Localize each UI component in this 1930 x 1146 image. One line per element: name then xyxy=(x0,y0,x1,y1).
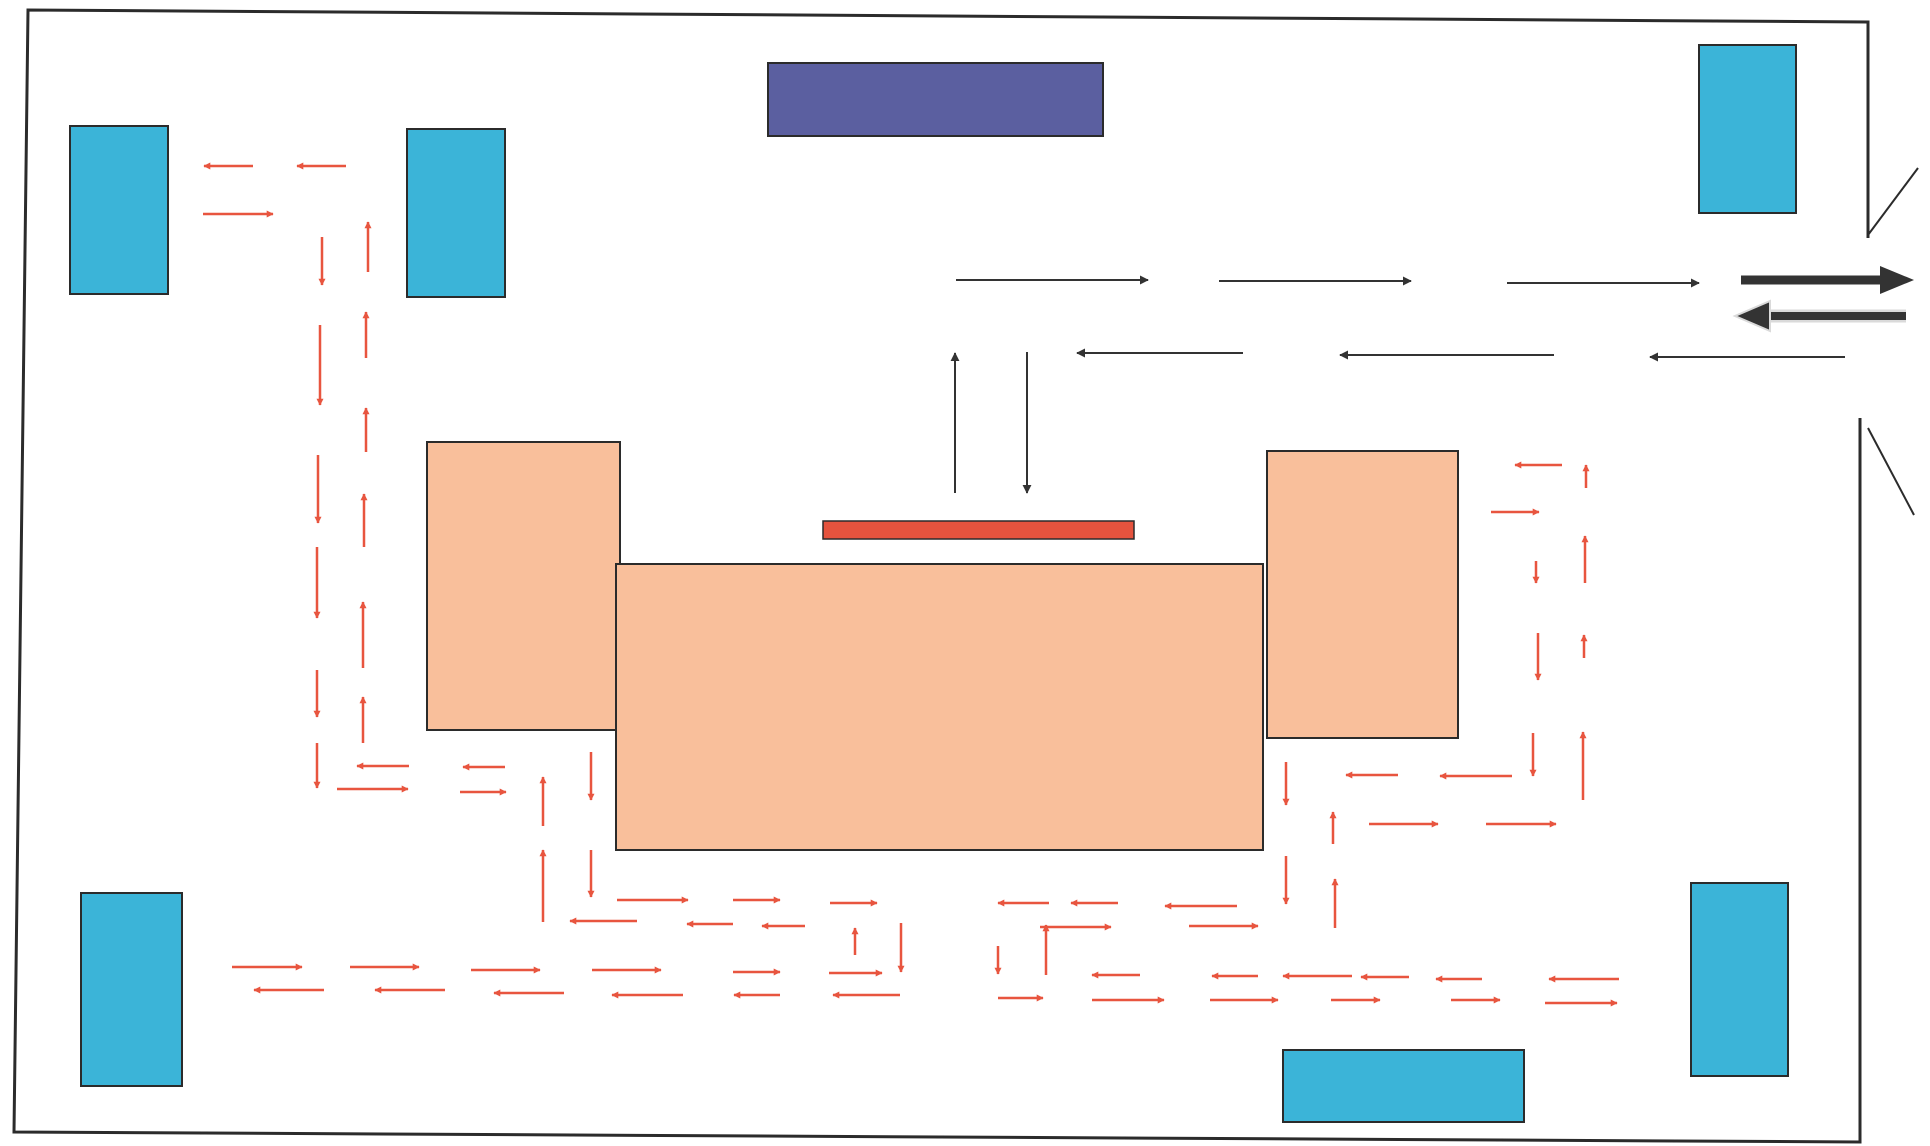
cyan-block-top-right xyxy=(1698,44,1797,214)
central-block-right-wing xyxy=(1266,450,1459,739)
entrance-arrow-in xyxy=(1741,266,1914,294)
entrance-arrow-out xyxy=(1732,299,1906,333)
room-outline xyxy=(12,8,1870,1144)
central-block-body xyxy=(615,563,1264,851)
red-arrows xyxy=(203,162,1619,1007)
cyan-block-bottom-right xyxy=(1690,882,1789,1077)
cyan-block-top-left xyxy=(69,125,169,295)
cyan-block-top-left-2 xyxy=(406,128,506,298)
entrance-arrows xyxy=(1732,266,1914,333)
cyan-block-bottom-left xyxy=(80,892,183,1087)
cyan-block-bottom-center xyxy=(1282,1049,1525,1123)
entrance-door xyxy=(1867,167,1919,516)
red-bar xyxy=(822,520,1135,540)
central-block xyxy=(426,441,1459,851)
central-block-left-wing xyxy=(426,441,621,731)
dark-arrows xyxy=(950,275,1845,494)
navy-block-top xyxy=(767,62,1104,137)
